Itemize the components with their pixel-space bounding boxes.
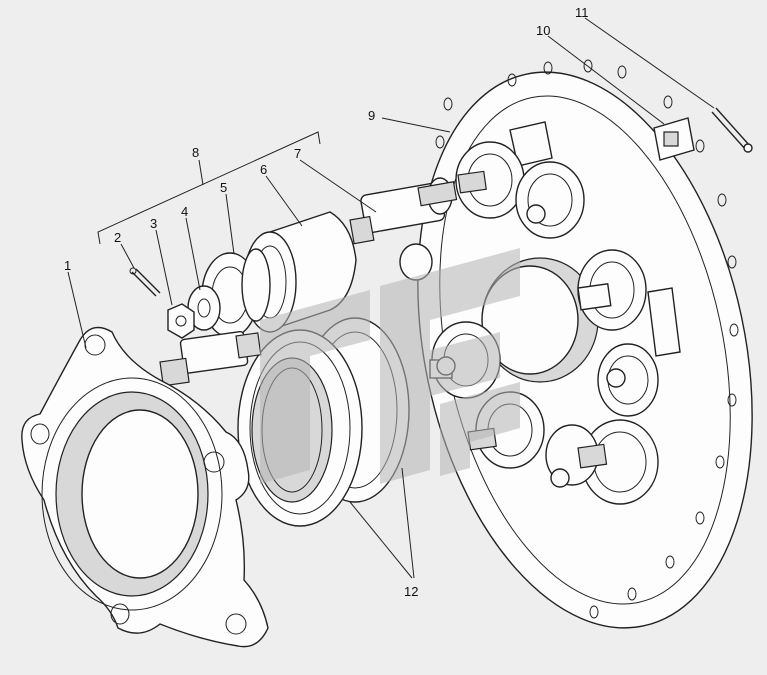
callout-3: 3 bbox=[150, 216, 157, 231]
callout-12: 12 bbox=[404, 584, 418, 599]
threaded-bolt bbox=[159, 330, 262, 387]
callout-5: 5 bbox=[220, 180, 227, 195]
callout-labels: 1 2 3 4 5 6 7 8 9 10 11 12 bbox=[64, 5, 589, 599]
castle-nut bbox=[167, 303, 195, 339]
shaft-pin-assembly bbox=[349, 177, 458, 281]
rim-bolt-holes bbox=[435, 59, 739, 619]
callout-6: 6 bbox=[260, 162, 267, 177]
callout-7: 7 bbox=[294, 146, 301, 161]
locking-pin bbox=[711, 107, 753, 153]
leader-lines bbox=[67, 17, 715, 579]
callout-4: 4 bbox=[181, 204, 188, 219]
retaining-clip bbox=[653, 117, 695, 161]
callout-1: 1 bbox=[64, 258, 71, 273]
callout-9: 9 bbox=[368, 108, 375, 123]
stylized-logo-watermark-icon bbox=[260, 248, 520, 484]
group-bracket-8 bbox=[97, 131, 321, 245]
washer bbox=[187, 285, 221, 331]
splined-flange bbox=[21, 326, 269, 648]
callout-8: 8 bbox=[192, 145, 199, 160]
callout-2: 2 bbox=[114, 230, 121, 245]
cotter-pin bbox=[129, 267, 161, 297]
callout-10: 10 bbox=[536, 23, 550, 38]
callout-11: 11 bbox=[575, 5, 589, 20]
